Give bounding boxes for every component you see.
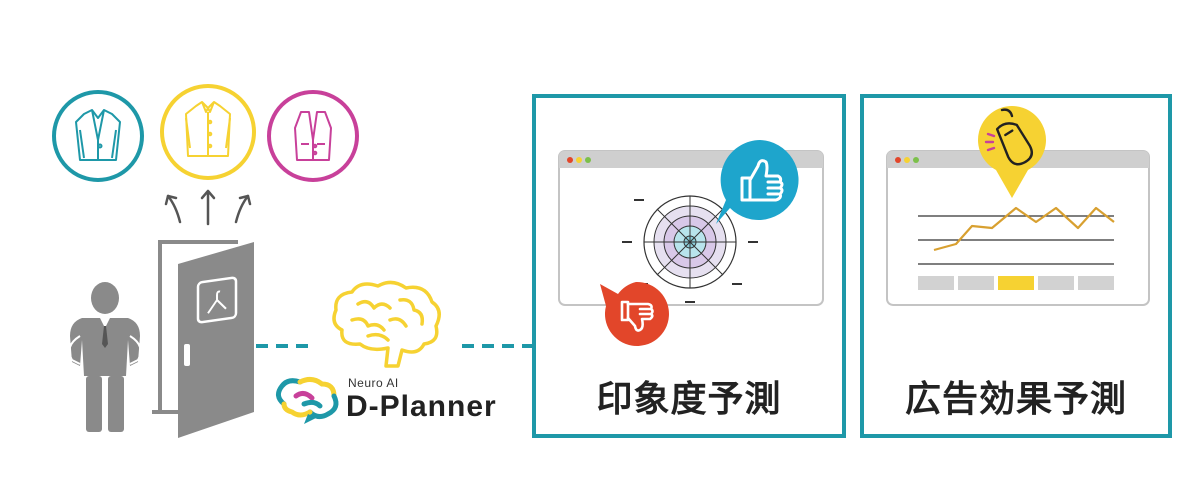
thumbs-down-icon [620, 300, 654, 332]
mouse-icon [995, 108, 1033, 166]
vest-icon [294, 111, 332, 161]
fitting-room-door-icon [152, 240, 254, 438]
shirt-circle [160, 84, 256, 180]
thumbs-down-bubble [600, 281, 669, 346]
line-chart-icon [918, 206, 1115, 290]
dashed-connector-right [462, 344, 534, 348]
thumbs-up-bubble [716, 140, 799, 224]
impression-prediction-panel: 印象度予測 [532, 94, 846, 438]
shirt-icon [185, 101, 231, 157]
dashed-connector-left [256, 344, 316, 348]
thumbs-up-icon [740, 159, 784, 202]
brand-name: D-Planner [346, 390, 497, 423]
vest-circle [267, 90, 359, 182]
brand-tagline: Neuro AI [348, 376, 399, 390]
neuro-ai-logo-icon [276, 376, 339, 424]
up-arrows [164, 189, 252, 226]
brain-icon [332, 280, 441, 368]
ad-effect-prediction-panel: 広告効果予測 [860, 94, 1172, 438]
businessman-icon [68, 282, 142, 432]
impression-prediction-label: 印象度予測 [596, 379, 782, 420]
jacket-circle [52, 90, 144, 182]
ad-effect-prediction-label: 広告効果予測 [904, 379, 1127, 420]
mouse-bubble [978, 106, 1046, 198]
radar-chart-icon [622, 195, 758, 303]
jacket-icon [75, 109, 121, 161]
